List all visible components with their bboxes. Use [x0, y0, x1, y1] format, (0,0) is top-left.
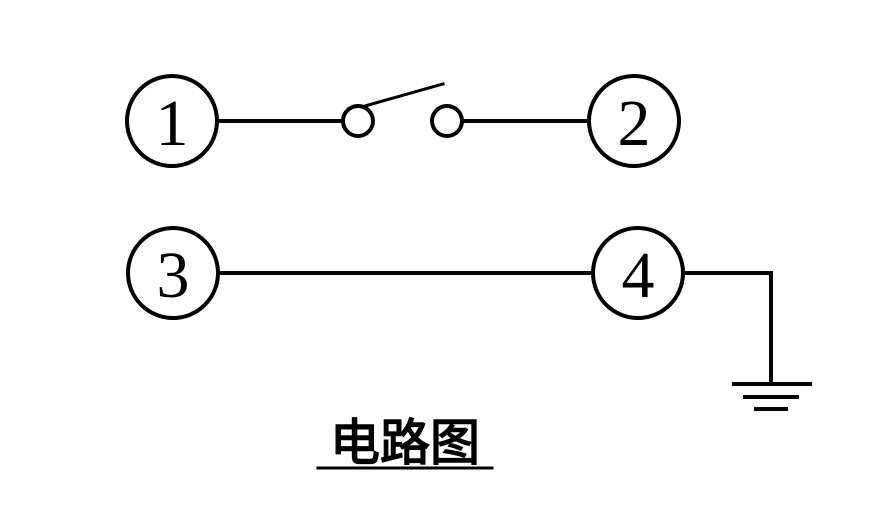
switch-contact-right — [430, 104, 464, 138]
terminal-4-circle — [591, 226, 685, 320]
terminal-1-label: 1 — [156, 87, 189, 160]
switch-blade — [363, 82, 445, 108]
terminal-2-label: 2 — [618, 87, 651, 160]
terminal-2-circle — [587, 74, 681, 168]
ground-icon — [732, 382, 812, 411]
terminal-4-label: 4 — [622, 239, 655, 312]
terminal-3-circle — [126, 226, 220, 320]
switch-contact-left — [341, 104, 375, 138]
terminal-1-circle — [125, 74, 219, 168]
terminal-3-label: 3 — [157, 239, 190, 312]
diagram-caption: 电路图 — [330, 414, 480, 472]
wire-4-ground — [682, 271, 773, 386]
